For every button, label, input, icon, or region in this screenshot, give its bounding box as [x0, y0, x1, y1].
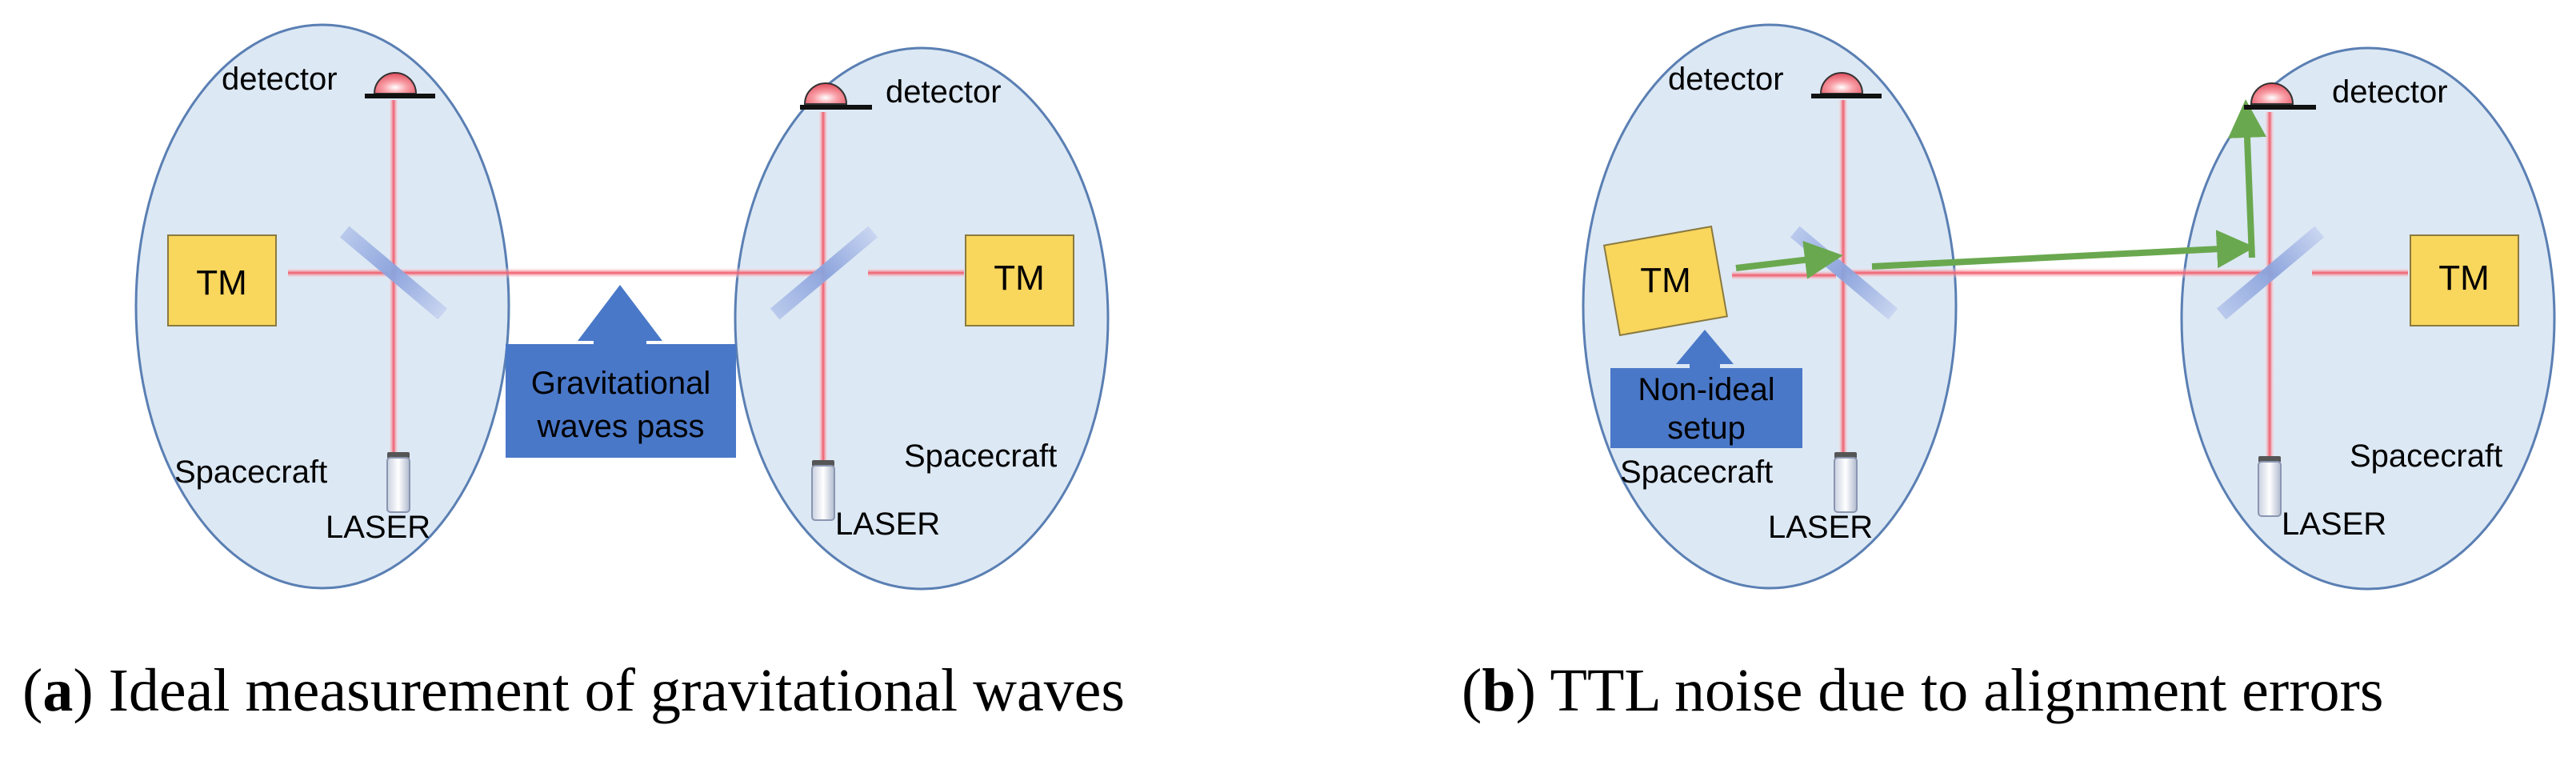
- spacecraft-b-left-label: Spacecraft: [1620, 455, 1773, 490]
- beam-a-left-tm: [288, 267, 388, 278]
- detector-a-left-icon: [365, 72, 435, 98]
- spacecraft-a-left-label: Spacecraft: [174, 455, 327, 490]
- test-mass-b-right-label: TM: [2438, 258, 2490, 298]
- beam-a-right-vertical: [818, 112, 829, 464]
- non-ideal-setup-arrow: [1610, 330, 1802, 448]
- spacecraft-b-right-label: Spacecraft: [2350, 439, 2502, 474]
- detector-a-right-icon: [800, 82, 872, 110]
- misaligned-beam-b-detector: [2227, 99, 2266, 258]
- beamsplitter-a-left: [339, 226, 448, 320]
- beam-b-left-tm: [1732, 270, 1836, 281]
- detector-a-left-label: detector: [222, 62, 338, 97]
- gravitational-waves-line1: Gravitational: [531, 366, 711, 401]
- panel-b: TM TM detector detector Spacecraft LASER: [1582, 23, 2556, 591]
- spacecraft-a-left: [134, 23, 510, 590]
- test-mass-b-right: [2410, 234, 2519, 326]
- gravitational-waves-arrow: [506, 285, 736, 458]
- non-ideal-setup-line2: setup: [1667, 411, 1746, 446]
- caption-b-letter: b: [1482, 657, 1516, 724]
- test-mass-a-right-label: TM: [994, 258, 1045, 298]
- misaligned-beam-b-tm: [1735, 240, 1843, 279]
- laser-b-left-icon: [1834, 452, 1858, 513]
- laser-b-right-icon: [2258, 456, 2282, 517]
- beam-a-link: [400, 267, 824, 278]
- laser-a-right-label: LASER: [835, 507, 940, 542]
- beamsplitter-a-right: [770, 226, 878, 320]
- caption-b-text: TTL noise due to alignment errors: [1550, 657, 2384, 724]
- beam-b-link: [1850, 267, 2274, 278]
- caption-a-text: Ideal measurement of gravitational waves: [108, 657, 1125, 724]
- beam-b-right-vertical: [2264, 112, 2275, 464]
- detector-a-right-label: detector: [886, 74, 1002, 110]
- detector-b-left-icon: [1811, 72, 1882, 98]
- beam-a-right-tm: [868, 267, 964, 278]
- non-ideal-setup-line1: Non-ideal: [1638, 372, 1774, 407]
- beamsplitter-b-right: [2216, 226, 2325, 320]
- gravitational-waves-line2: waves pass: [537, 409, 705, 444]
- laser-a-left-icon: [386, 452, 410, 513]
- laser-a-right-icon: [811, 460, 835, 521]
- test-mass-a-left-label: TM: [196, 263, 247, 302]
- caption-a-letter: a: [42, 657, 74, 724]
- detector-b-right-icon: [2244, 82, 2316, 110]
- test-mass-b-left: [1602, 225, 1729, 337]
- caption-b: (b) TTL noise due to alignment errors: [1462, 657, 2384, 724]
- detector-b-right-label: detector: [2332, 74, 2448, 110]
- caption-a: (a) Ideal measurement of gravitational w…: [22, 657, 1125, 724]
- beam-b-right-tm: [2312, 267, 2408, 278]
- laser-a-left-label: LASER: [326, 510, 430, 545]
- misaligned-beam-b-link: [1871, 230, 2255, 270]
- test-mass-a-left: [167, 234, 277, 326]
- panel-a: TM TM detector detector Spacecraft LASER…: [134, 23, 1110, 591]
- laser-b-right-label: LASER: [2282, 507, 2386, 542]
- test-mass-a-right: [965, 234, 1074, 326]
- laser-b-left-label: LASER: [1768, 510, 1873, 545]
- detector-b-left-label: detector: [1668, 62, 1784, 97]
- spacecraft-a-right-label: Spacecraft: [904, 439, 1057, 474]
- test-mass-b-left-label: TM: [1640, 261, 1691, 300]
